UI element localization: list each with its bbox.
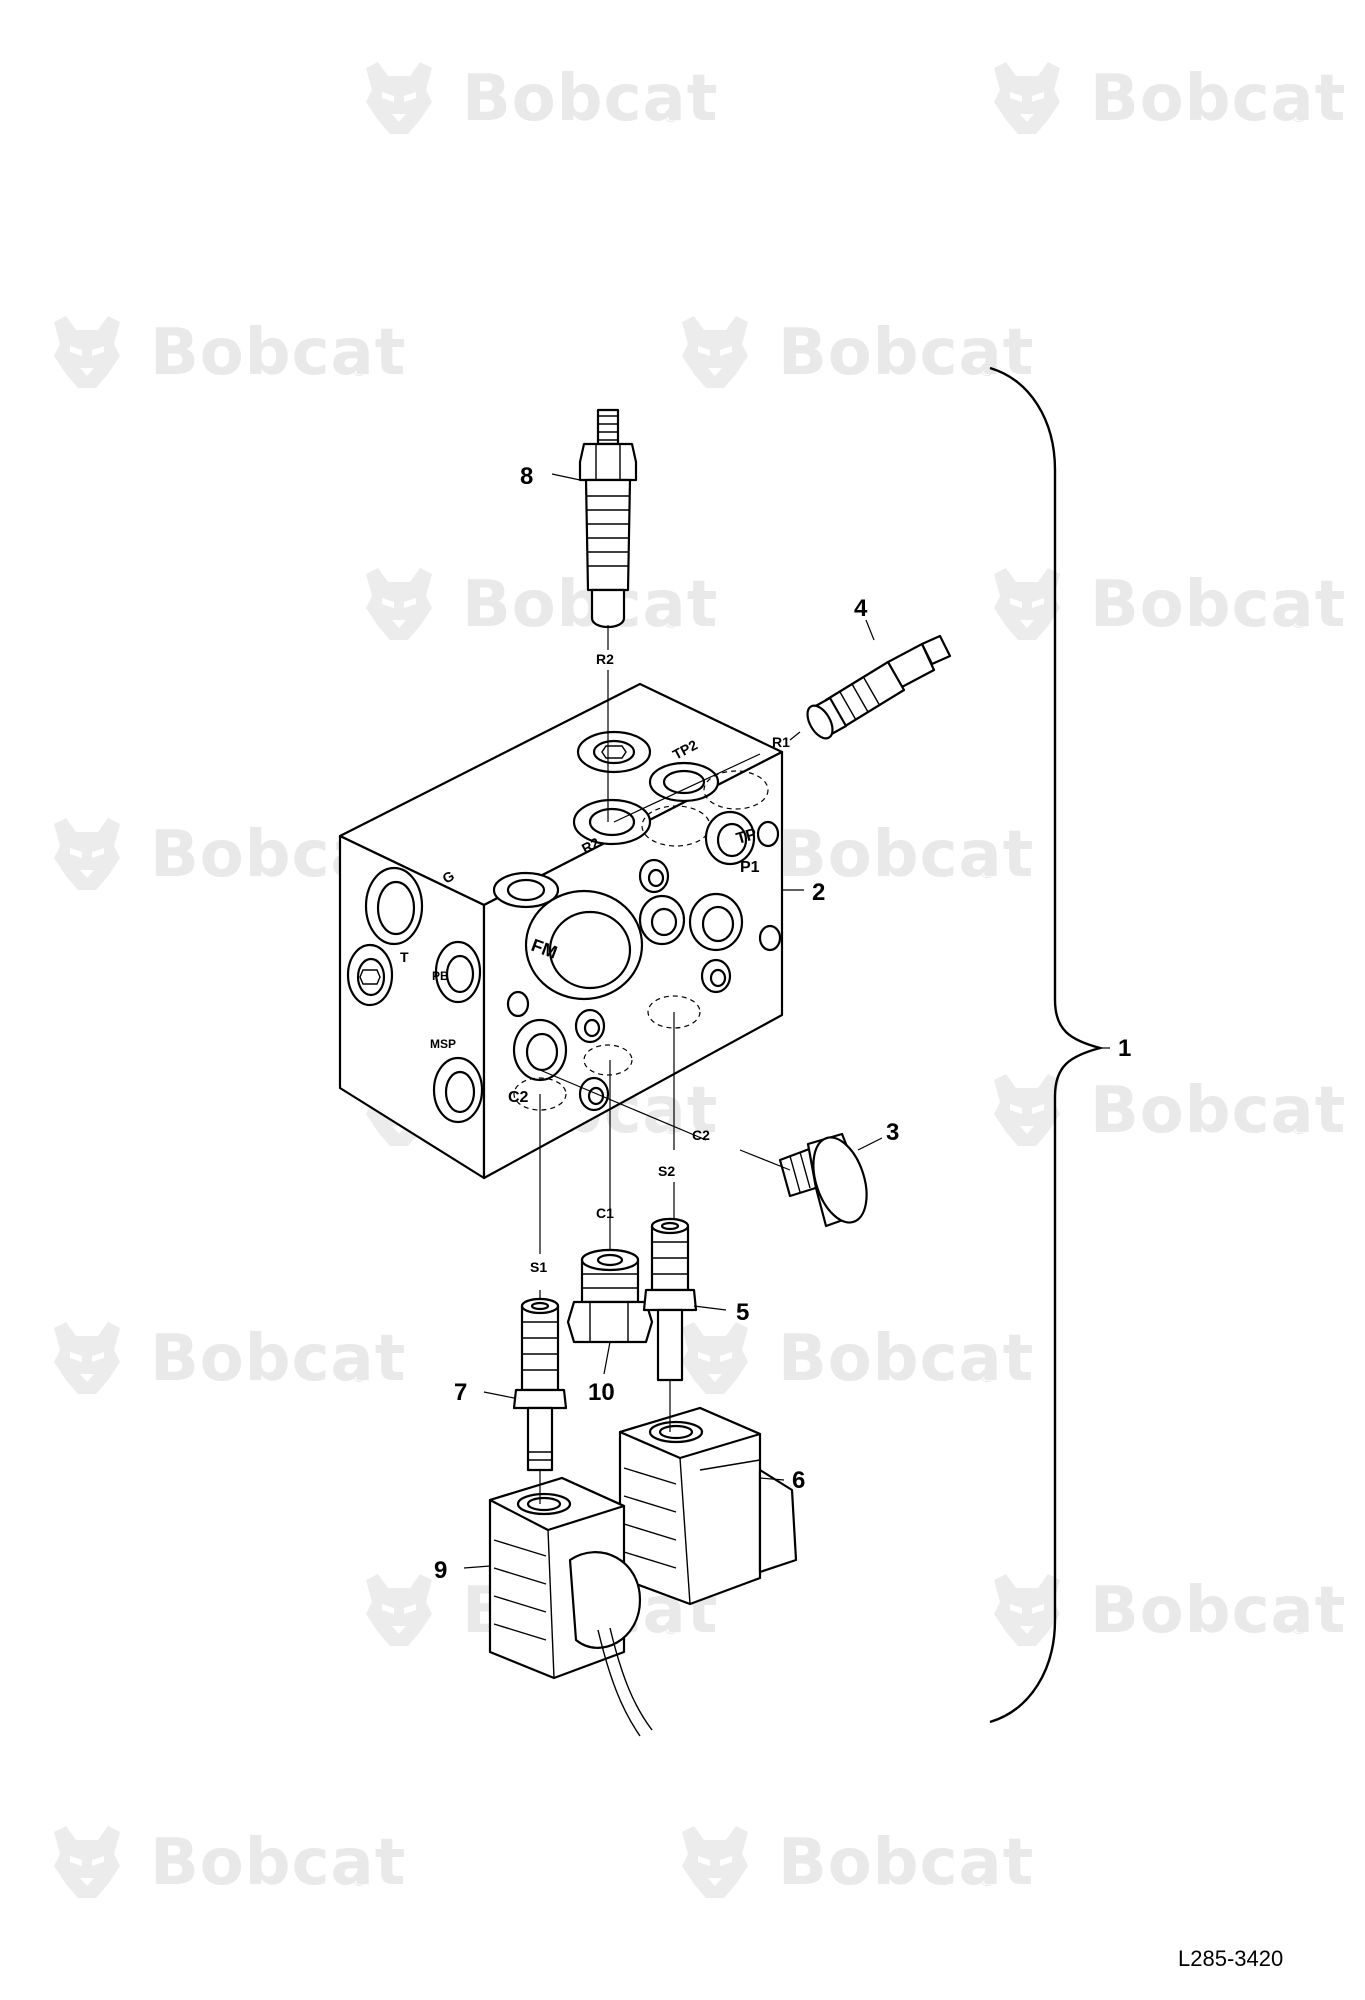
registered-mark: ® xyxy=(1290,1118,1308,1139)
top-face-ports xyxy=(492,730,769,909)
registered-mark: ® xyxy=(1290,106,1308,127)
relief-valve-r2 xyxy=(578,408,638,629)
bobcat-watermark: Bobcat ® xyxy=(54,316,406,390)
port-label-s2: S2 xyxy=(658,1163,675,1179)
bobcat-watermark: Bobcat ® xyxy=(366,568,717,642)
callout-4: 4 xyxy=(854,595,868,622)
bobcat-logo-icon xyxy=(682,1322,748,1394)
bobcat-logo-icon xyxy=(994,568,1060,640)
callout-7: 7 xyxy=(454,1379,467,1406)
bobcat-watermark: Bobcat ® xyxy=(994,1074,1346,1148)
bobcat-watermark: Bobcat ® xyxy=(366,62,718,136)
bobcat-logo-icon xyxy=(54,818,120,890)
registered-mark: ® xyxy=(350,1870,368,1891)
label-tp: TP xyxy=(734,826,759,848)
bobcat-logo-icon xyxy=(54,316,120,388)
watermark-text: Bobcat xyxy=(150,316,406,390)
watermark-text: Bobcat xyxy=(778,316,1034,390)
bobcat-logo-icon xyxy=(994,1074,1060,1146)
callout-leaders xyxy=(463,473,1110,1569)
watermark-text: Bobcat xyxy=(1090,1574,1346,1648)
label-c2-block: C2 xyxy=(508,1089,529,1106)
callout-3: 3 xyxy=(886,1119,899,1146)
watermark-text: Bobcat xyxy=(778,1322,1034,1396)
plug xyxy=(778,1132,868,1228)
registered-mark: ® xyxy=(978,360,996,381)
bobcat-watermark: Bobcat ® xyxy=(682,1826,1034,1900)
bobcat-logo-icon xyxy=(682,316,748,388)
watermark-text: Bobcat xyxy=(150,1826,406,1900)
port-label-c2: C2 xyxy=(692,1127,710,1143)
bobcat-watermark: Bobcat ® xyxy=(682,316,1034,390)
watermark-layer: Bobcat ® Bobcat ® Bobcat ® Bobcat ® xyxy=(54,62,1346,1900)
label-t: T xyxy=(400,949,409,965)
watermark-text: Bobcat xyxy=(462,62,718,136)
watermark-text: Bobcat xyxy=(150,1322,406,1396)
bobcat-logo-icon xyxy=(54,1826,120,1898)
registered-mark: ® xyxy=(1290,1618,1308,1639)
bobcat-watermark: Bobcat ® xyxy=(54,1322,406,1396)
bobcat-logo-icon xyxy=(682,1826,748,1898)
bobcat-logo-icon xyxy=(366,62,432,134)
registered-mark: ® xyxy=(978,862,996,883)
check-valve-c1 xyxy=(566,1248,654,1344)
right-face-ports xyxy=(506,810,782,1112)
solenoid-cartridge-s2 xyxy=(642,1217,698,1382)
manifold-block: G T PB FM MSP R2 TP2 TP P1 C2 xyxy=(338,682,784,1180)
label-p1: P1 xyxy=(740,859,760,876)
port-label-r2: R2 xyxy=(596,651,614,667)
relief-valve-r1 xyxy=(806,634,952,740)
coil-s2 xyxy=(618,1406,798,1606)
registered-mark: ® xyxy=(662,1618,680,1639)
coil-s1 xyxy=(488,1476,653,1737)
port-label-s1: S1 xyxy=(530,1259,547,1275)
registered-mark: ® xyxy=(978,1366,996,1387)
bobcat-watermark: Bobcat ® xyxy=(54,1826,406,1900)
watermark-text: Bobcat xyxy=(1090,62,1346,136)
projection-lines xyxy=(539,625,801,1504)
registered-mark: ® xyxy=(978,1870,996,1891)
bobcat-watermark: Bobcat ® xyxy=(994,62,1346,136)
watermark-text: Bobcat xyxy=(778,1826,1034,1900)
watermark-text: Bobcat xyxy=(778,818,1034,892)
port-label-r1: R1 xyxy=(772,734,790,750)
figure-id: L285-3420 xyxy=(1178,1946,1283,1971)
bobcat-logo-icon xyxy=(994,1574,1060,1646)
callout-6: 6 xyxy=(792,1467,805,1494)
label-r2-block: R2 xyxy=(579,834,603,857)
callout-8: 8 xyxy=(520,463,533,490)
bobcat-logo-icon xyxy=(994,62,1060,134)
bobcat-watermark: Bobcat ® xyxy=(682,1322,1034,1396)
bobcat-watermark: Bobcat ® xyxy=(994,568,1346,642)
callout-2: 2 xyxy=(812,879,825,906)
registered-mark: ® xyxy=(662,612,680,633)
callout-10: 10 xyxy=(588,1379,615,1406)
watermark-text: Bobcat xyxy=(1090,568,1346,642)
callout-9: 9 xyxy=(434,1557,447,1584)
registered-mark: ® xyxy=(1290,612,1308,633)
bobcat-logo-icon xyxy=(366,1574,432,1646)
callout-5: 5 xyxy=(736,1299,749,1326)
watermark-text: Bobcat xyxy=(1090,1074,1346,1148)
registered-mark: ® xyxy=(662,106,680,127)
port-label-c1: C1 xyxy=(596,1205,614,1221)
bobcat-watermark: Bobcat ® xyxy=(994,1574,1346,1648)
callout-numbers: 8 4 2 1 3 5 6 7 10 9 xyxy=(434,463,1131,1584)
port-labels: R2 R1 C2 S2 C1 S1 xyxy=(530,651,790,1275)
label-msp: MSP xyxy=(430,1037,456,1051)
bobcat-logo-icon xyxy=(366,568,432,640)
label-pb: PB xyxy=(432,969,449,983)
callout-1: 1 xyxy=(1118,1035,1131,1062)
left-face-ports xyxy=(346,866,484,1124)
registered-mark: ® xyxy=(350,1366,368,1387)
solenoid-cartridge-s1 xyxy=(512,1297,568,1472)
registered-mark: ® xyxy=(350,360,368,381)
bobcat-logo-icon xyxy=(54,1322,120,1394)
